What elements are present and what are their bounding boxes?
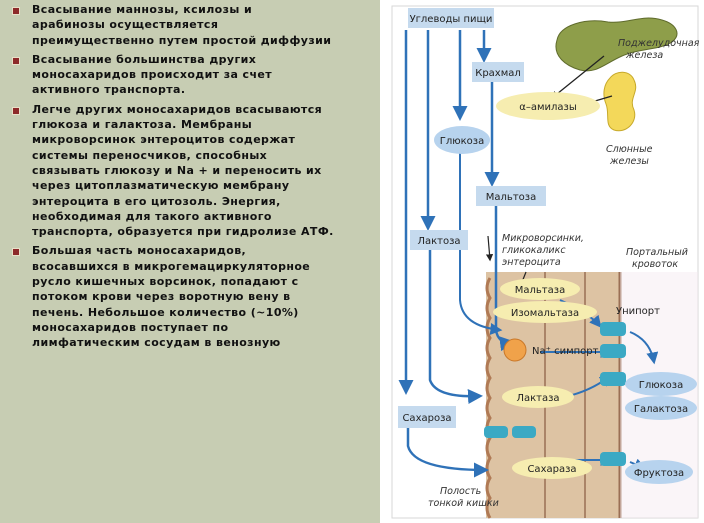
pancreas-label-line2: железа — [625, 50, 663, 61]
flow-arrow — [428, 250, 483, 405]
salivary-label-line2: железы — [609, 156, 649, 167]
salivary-gland-shape — [603, 71, 637, 132]
food-carbs-box — [408, 8, 494, 28]
galactose-out-oval — [625, 396, 697, 420]
text-line: моносахаридов происходит за счет — [32, 68, 273, 82]
flow-arrow — [459, 150, 503, 335]
text-line: активного транспорта. — [32, 83, 186, 97]
maltase-label: Мальтаза — [515, 285, 565, 296]
text-line: связывать глюкозу и Na + и переносить их — [32, 163, 322, 177]
na-symport-label: Na⁺ симпорт — [532, 346, 599, 357]
text-line: печень. Небольшое количество (~10%) — [32, 305, 299, 319]
text-line: Большая часть моносахаридов, — [32, 244, 247, 258]
sucrase-label: Сахараза — [527, 464, 576, 475]
transporter-icon — [600, 344, 626, 358]
sucrose-box — [398, 406, 456, 428]
bullet-mannose-diffusion: Всасывание маннозы, ксилозы и арабинозы … — [10, 2, 375, 48]
text-line: Всасывание большинства других — [32, 52, 257, 66]
glucose-out-oval — [625, 372, 697, 396]
maltose-box — [476, 186, 546, 206]
amylase-label: α–амилазы — [519, 102, 577, 113]
text-line: потоком крови через воротную вену в — [32, 290, 291, 304]
carbohydrate-absorption-diagram: Углеводы пищи Крахмал Мальтоза Лактоза С… — [391, 5, 700, 519]
na-symporter-icon — [503, 338, 527, 362]
pointer-arrow — [550, 55, 605, 99]
lactose-box — [410, 230, 468, 250]
transporter-icon — [600, 372, 626, 386]
text-line: необходимая для такого активного — [32, 209, 272, 223]
isomaltase-label: Изомальтаза — [511, 308, 579, 319]
pancreas-label-line1: Поджелудочная — [618, 38, 700, 49]
flow-arrow — [406, 428, 489, 478]
transporter-icon — [600, 452, 626, 466]
microvilli-label-line2: гликокаликс — [502, 245, 566, 256]
galactose-out-label: Галактоза — [634, 404, 688, 415]
bullet-marker-icon — [12, 106, 20, 115]
lumen-label-line2: тонкой кишки — [428, 498, 499, 509]
text-line: Всасывание маннозы, ксилозы и — [32, 3, 253, 16]
text-line: лимфатическим сосудам в венозную — [32, 336, 281, 350]
text-line: системы переносчиков, способных — [32, 148, 268, 162]
food-carbs-label: Углеводы пищи — [410, 14, 493, 25]
uniporter-icon — [600, 322, 626, 336]
transporter-icon — [484, 426, 508, 438]
text-line: преимущественно путем простой диффузии — [32, 33, 332, 47]
pancreas-shape — [555, 17, 678, 72]
maltose-label: Мальтоза — [486, 192, 536, 203]
portal-label-line1: Портальный — [626, 247, 688, 258]
fructose-out-label: Фруктоза — [634, 468, 684, 479]
lactase-oval — [502, 386, 574, 408]
brush-border — [485, 277, 492, 519]
flow-arrow — [629, 331, 659, 365]
isomaltase-oval — [493, 301, 597, 323]
glucose-top-label: Глюкоза — [440, 136, 485, 147]
text-line: глюкоза и галактоза. Мембраны — [32, 118, 253, 132]
fructose-out-oval — [625, 460, 693, 484]
microvilli-label-line1: Микроворсинки, — [502, 233, 584, 244]
portal-label-line2: кровоток — [632, 259, 678, 270]
starch-box — [472, 62, 524, 82]
lumen-label-line1: Полость — [440, 486, 481, 497]
glucose-out-label: Глюкоза — [639, 380, 684, 391]
starch-label: Крахмал — [475, 68, 521, 79]
transporter-icon — [512, 426, 536, 438]
amylase-oval — [496, 92, 600, 120]
salivary-label-line1: Слюнные — [606, 144, 653, 155]
bullet-glucose-galactose: Легче других моносахаридов всасываются г… — [10, 102, 375, 240]
bullet-marker-icon — [12, 248, 20, 257]
sucrase-oval — [512, 457, 592, 479]
text-line: русло кишечных ворсинок, попадают с — [32, 275, 299, 289]
text-line: арабинозы осуществляется — [32, 18, 219, 32]
text-panel: Всасывание маннозы, ксилозы и арабинозы … — [0, 0, 380, 523]
bullet-marker-icon — [12, 56, 20, 65]
bullet-portal-vein: Большая часть моносахаридов, всосавшихся… — [10, 243, 375, 350]
bullet-list: Всасывание маннозы, ксилозы и арабинозы … — [10, 2, 375, 355]
text-line: Легче других моносахаридов всасываются — [32, 102, 323, 116]
pointer-arrow — [485, 235, 494, 262]
text-line: моносахаридов поступает по — [32, 320, 229, 334]
text-line: через цитоплазматическую мембрану — [32, 179, 290, 193]
bullet-marker-icon — [12, 7, 20, 15]
text-line: всосавшихся в микрогемациркуляторное — [32, 259, 311, 273]
glucose-oval — [434, 126, 490, 154]
lactose-label: Лактоза — [417, 236, 460, 247]
text-line: транспорта, образуется при гидролизе АТФ… — [32, 225, 334, 239]
sucrose-label: Сахароза — [402, 413, 451, 424]
text-line: микроворсинок энтероцитов содержат — [32, 133, 296, 147]
bullet-active-transport: Всасывание большинства других моносахари… — [10, 52, 375, 98]
maltase-oval — [500, 278, 580, 300]
microvilli-label-line3: энтероцита — [502, 257, 561, 268]
uniport-label: Унипорт — [616, 306, 660, 317]
lactase-label: Лактаза — [516, 393, 559, 404]
text-line: энтероцита в его цитозоль. Энергия, — [32, 194, 281, 208]
